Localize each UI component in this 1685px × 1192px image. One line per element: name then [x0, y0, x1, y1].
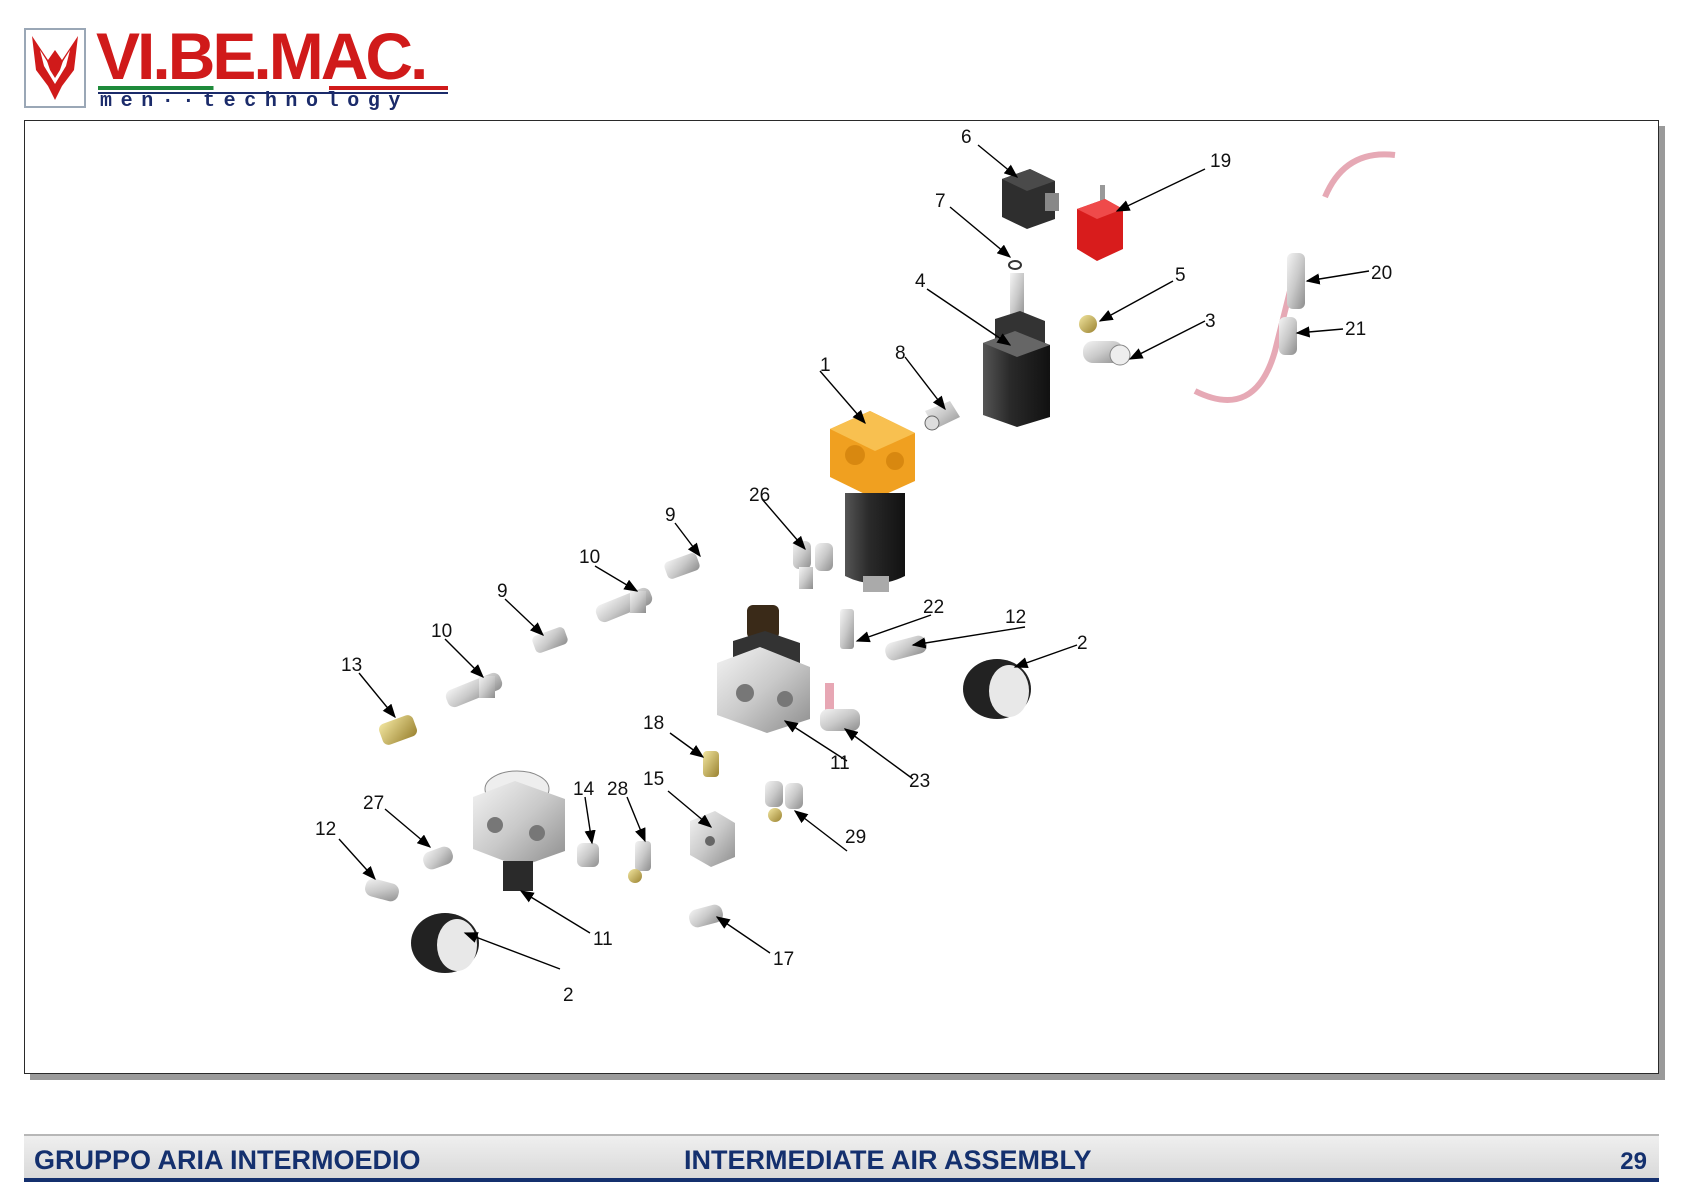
part-22-nipple [840, 609, 854, 649]
callout-8: 8 [895, 343, 906, 364]
callout-10-upper: 10 [579, 547, 600, 568]
callout-12-lower: 12 [315, 819, 336, 840]
callout-9-lower: 9 [497, 581, 508, 602]
part-2-gauge [963, 659, 1031, 719]
callout-2-upper: 2 [1077, 633, 1088, 654]
callout-13: 13 [341, 655, 362, 676]
callout-20: 20 [1371, 263, 1392, 284]
callout-22: 22 [923, 597, 944, 618]
callout-1: 1 [820, 355, 831, 376]
part-19-connector [1077, 185, 1123, 261]
callout-29: 29 [845, 827, 866, 848]
brand-tagline: men··technology [100, 90, 409, 113]
part-10-tee [444, 671, 505, 709]
brand-logo: VI.BE.MAC. men··technology [24, 26, 444, 112]
callout-26: 26 [749, 485, 770, 506]
title-italian: GRUPPO ARIA INTERMOEDIO [34, 1145, 421, 1176]
callout-27: 27 [363, 793, 384, 814]
part-12-elbow [883, 634, 928, 662]
page-number: 29 [1620, 1148, 1647, 1176]
part-28-fitting [628, 841, 651, 883]
callout-17: 17 [773, 949, 794, 970]
callout-11-lower: 11 [593, 929, 613, 950]
page-footer: GRUPPO ARIA INTERMOEDIO INTERMEDIATE AIR… [24, 1134, 1659, 1182]
callout-9-upper: 9 [665, 505, 676, 526]
callout-5: 5 [1175, 265, 1186, 286]
callout-2-lower: 2 [563, 985, 574, 1006]
callout-15: 15 [643, 769, 664, 790]
part-12-elbow [363, 877, 401, 903]
part-9-fitting [531, 626, 569, 655]
callout-10-lower: 10 [431, 621, 452, 642]
callout-4: 4 [915, 271, 926, 292]
part-10-tee [594, 586, 655, 624]
title-english: INTERMEDIATE AIR ASSEMBLY [684, 1145, 1092, 1176]
part-17-elbow [687, 903, 725, 929]
part-11-regulator [717, 605, 810, 733]
part-1-filter [830, 411, 915, 592]
part-13-brass-fitting [377, 714, 418, 747]
part-15-block [690, 811, 735, 867]
callout-7: 7 [935, 191, 946, 212]
part-14-plug [577, 843, 599, 867]
exploded-diagram-frame: 1 2 2 3 4 5 6 7 8 9 9 10 10 11 11 12 12 … [24, 120, 1659, 1074]
callout-18: 18 [643, 713, 664, 734]
part-4-valve-body [983, 273, 1050, 427]
callout-6: 6 [961, 127, 972, 148]
exploded-diagram: 1 2 2 3 4 5 6 7 8 9 9 10 10 11 11 12 12 … [25, 121, 1657, 1071]
part-5-nut [1079, 315, 1097, 333]
callout-28: 28 [607, 779, 628, 800]
part-2-gauge [411, 913, 479, 973]
part-20-21-tubing [1195, 154, 1395, 400]
callout-21: 21 [1345, 319, 1366, 340]
brand-emblem-icon [24, 28, 86, 108]
part-26-y-fitting [793, 541, 833, 589]
callout-11-upper: 11 [830, 753, 850, 774]
callout-3: 3 [1205, 311, 1216, 332]
callout-12-upper: 12 [1005, 607, 1026, 628]
part-9-fitting [663, 552, 701, 581]
callout-19: 19 [1210, 151, 1231, 172]
part-18-fitting [703, 751, 719, 777]
part-27-fitting [421, 844, 455, 871]
part-29-fitting [765, 781, 803, 822]
callout-23: 23 [909, 771, 930, 792]
callout-14: 14 [573, 779, 595, 800]
part-6-solenoid-coil [1002, 169, 1059, 229]
brand-name: VI.BE.MAC. [96, 16, 425, 96]
part-11-regulator [473, 771, 565, 891]
part-3-fitting [1083, 341, 1130, 365]
part-7-o-ring [1009, 261, 1021, 269]
part-23-fitting [820, 683, 860, 731]
